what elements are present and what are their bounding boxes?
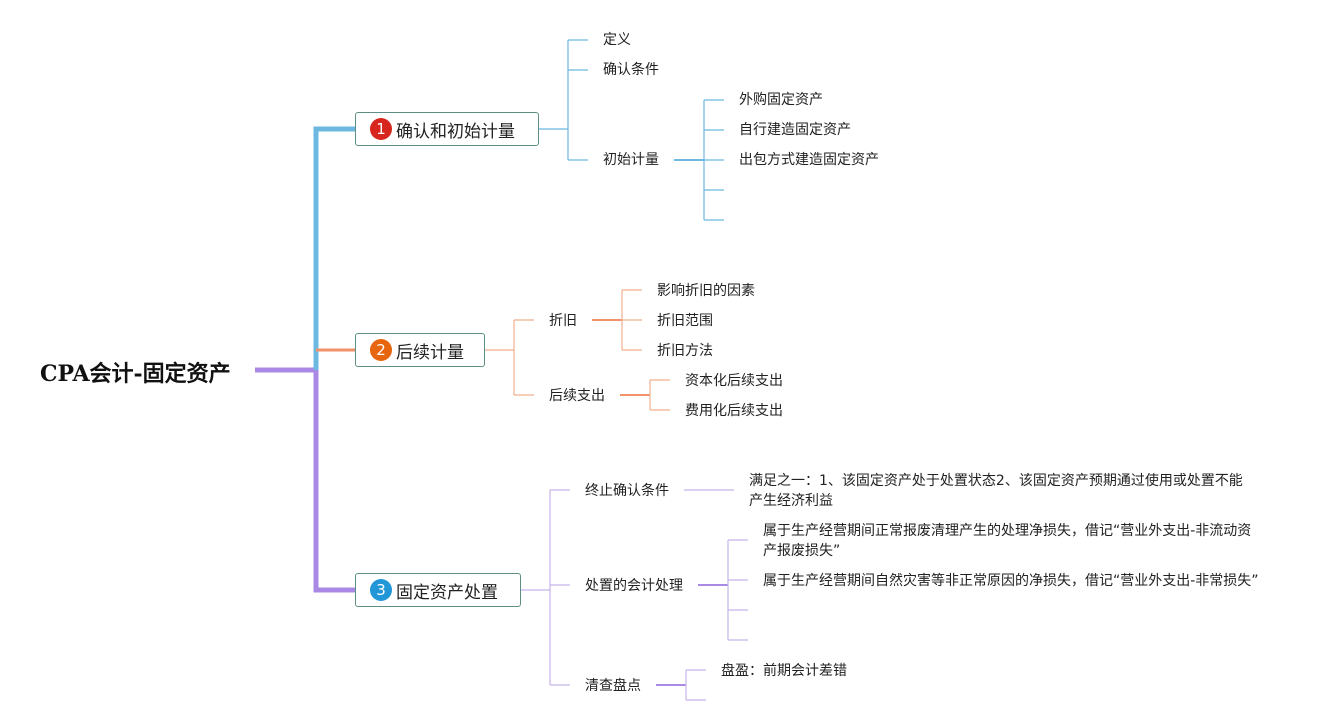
topic-derecognition-conditions[interactable]: 终止确认条件 (585, 483, 669, 499)
trunk-branch-3 (313, 370, 356, 593)
topic-subsequent-expenditure[interactable]: 后续支出 (549, 388, 605, 404)
topic-derecognition-detail[interactable]: 满足之一：1、该固定资产处于处置状态2、该固定资产预期通过使用或处置不能产生经济… (749, 473, 1243, 509)
topic-initial-measurement[interactable]: 初始计量 (603, 152, 659, 168)
branch-1-title: 确认和初始计量 (396, 121, 515, 142)
topic-capitalized-expenditure[interactable]: 资本化后续支出 (685, 373, 783, 389)
topic-expensed-expenditure[interactable]: 费用化后续支出 (685, 403, 783, 419)
number-badge-3: 3 (370, 579, 392, 601)
topic-disposal-accounting[interactable]: 处置的会计处理 (585, 578, 683, 594)
topic-depreciation-method[interactable]: 折旧方法 (657, 343, 713, 359)
branch-3-title: 固定资产处置 (396, 582, 498, 603)
root-topic[interactable]: CPA会计-固定资产 (40, 361, 231, 387)
topic-outsourced-construction[interactable]: 出包方式建造固定资产 (739, 152, 879, 168)
topic-inventory-surplus[interactable]: 盘盈：前期会计差错 (721, 663, 847, 679)
topic-definition[interactable]: 定义 (603, 32, 631, 48)
trunk-branch-1 (313, 126, 356, 370)
branch-3-node[interactable]: 3 固定资产处置 (355, 573, 521, 607)
branch-1-connectors (538, 39, 724, 221)
number-badge-1: 1 (370, 118, 392, 140)
topic-abnormal-loss[interactable]: 属于生产经营期间自然灾害等非正常原因的净损失，借记“营业外支出-非常损失” (763, 573, 1259, 589)
number-badge-2: 2 (370, 339, 392, 361)
topic-depreciation[interactable]: 折旧 (549, 313, 577, 329)
topic-recognition-conditions[interactable]: 确认条件 (603, 62, 659, 78)
branch-1-node[interactable]: 1 确认和初始计量 (355, 112, 539, 146)
topic-inventory-check[interactable]: 清查盘点 (585, 678, 641, 694)
branch-2-connectors (484, 289, 670, 411)
branch-2-title: 后续计量 (396, 342, 464, 363)
branch-2-node[interactable]: 2 后续计量 (355, 333, 485, 367)
topic-normal-scrap-loss[interactable]: 属于生产经营期间正常报废清理产生的处理净损失，借记“营业外支出-非流动资产报废损… (763, 523, 1252, 559)
topic-purchased-assets[interactable]: 外购固定资产 (739, 92, 823, 108)
topic-depreciation-scope[interactable]: 折旧范围 (657, 313, 713, 329)
topic-depreciation-factors[interactable]: 影响折旧的因素 (657, 283, 755, 299)
topic-self-built-assets[interactable]: 自行建造固定资产 (739, 122, 851, 138)
branch-3-connectors (520, 489, 748, 701)
